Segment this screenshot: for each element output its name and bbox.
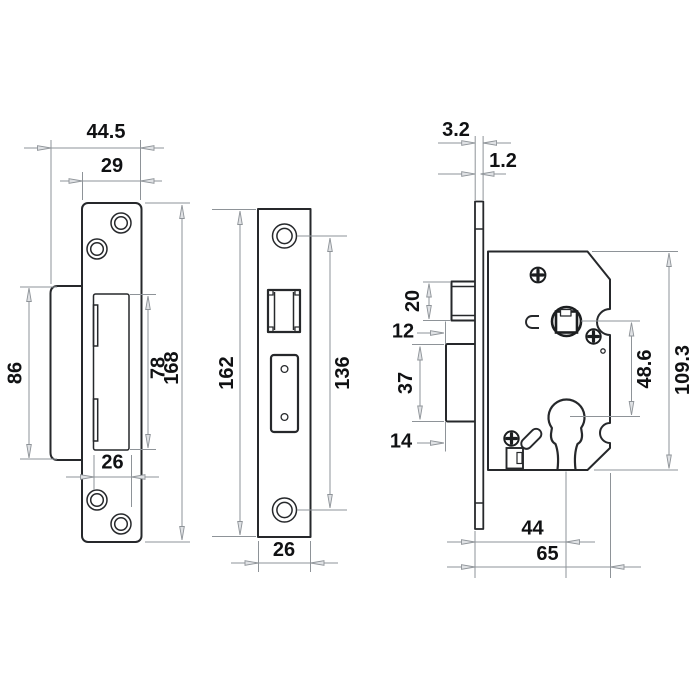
faceplate-hole-top-inner (276, 227, 293, 245)
dim-faceplate-height-label: 162 (216, 356, 238, 389)
strike-screw-holes (86, 212, 132, 535)
strike-lip-tab-top (92, 304, 99, 347)
dim-cutout-width-label: 26 (101, 452, 123, 474)
dim-faceplate-width-label: 26 (273, 539, 295, 561)
deadbolt-pin-hole (280, 364, 289, 374)
dim-hole-spacing-label: 136 (332, 356, 354, 389)
deadbolt-opening-outline (269, 353, 300, 434)
dim-hole-spacing: 136 (330, 238, 354, 508)
extension-lines (212, 209, 347, 572)
follower-notch (559, 308, 572, 317)
euro-cylinder-profile (547, 398, 586, 471)
dim-deadbolt-height: 37 (395, 346, 420, 420)
dim-centres-label: 48.6 (634, 350, 656, 389)
dim-deadbolt-offset: 14 (390, 431, 444, 453)
dim-faceplate-width: 26 (231, 539, 338, 563)
strike-lip-tab-bottom (92, 398, 99, 442)
spindle-follower (550, 305, 583, 338)
dim-latch-gap: 12 (392, 321, 444, 343)
dim-case-height: 109.3 (669, 253, 694, 469)
deadbolt-pin-hole (280, 412, 289, 422)
dim-backset-label: 44 (521, 518, 544, 540)
dim-lip-height: 86 (5, 288, 30, 458)
dim-plate-thickness: 1.2 (438, 150, 517, 174)
dim-plate-width-label: 29 (101, 155, 123, 177)
dim-backset: 44 (447, 518, 595, 543)
dim-latch-height: 20 (402, 283, 429, 319)
dim-cutout-height: 78 (148, 296, 170, 448)
phillips-screw-top (529, 266, 547, 284)
latch-opening (266, 288, 302, 334)
deadbolt-opening (269, 353, 300, 434)
dim-case-depth: 65 (447, 543, 641, 567)
extension-lines (412, 136, 678, 578)
dim-latch-gap-label: 12 (392, 321, 414, 343)
deadbolt (445, 343, 477, 423)
fixing-block (505, 447, 524, 470)
forend-edge-outline (474, 200, 485, 530)
dim-case-height-label: 109.3 (672, 345, 694, 395)
phillips-screw-bottom (503, 430, 520, 447)
dim-deadbolt-height-label: 37 (395, 372, 417, 394)
dim-lip-height-label: 86 (5, 362, 27, 384)
dim-overall-width-label: 44.5 (87, 121, 126, 143)
strike-plate-view: 44.5 29 86 78 168 26 (5, 121, 190, 543)
faceplate-hole-bottom-inner (276, 501, 293, 519)
screw-hole-inner (113, 516, 129, 532)
lock-body-view: 3.2 1.2 20 12 37 14 48.6 (390, 119, 694, 578)
latch-bolt (450, 280, 477, 322)
dim-plate-thickness-label: 1.2 (489, 150, 517, 172)
dim-latch-height-label: 20 (402, 290, 424, 312)
faceplate-view: 162 136 26 (212, 208, 354, 572)
screw-hole-inner (113, 215, 129, 231)
screw-hole-inner (89, 241, 105, 257)
dim-cutout-height-label: 78 (148, 357, 170, 379)
dim-forend-thickness-label: 3.2 (442, 119, 470, 141)
dim-cutout-width: 26 (66, 452, 159, 478)
dim-overall-height-label: 168 (161, 351, 183, 384)
latch-bolt-outline (450, 280, 477, 322)
dim-case-depth-label: 65 (536, 543, 558, 565)
dim-overall-height: 168 (161, 205, 183, 540)
phillips-screw-middle (585, 328, 602, 345)
dim-deadbolt-offset-label: 14 (390, 431, 413, 453)
lock-case-outline (487, 250, 611, 471)
dim-faceplate-height: 162 (216, 211, 240, 535)
latch-opening-outline (266, 288, 302, 334)
dim-centres: 48.6 (632, 322, 656, 415)
c-slot (525, 315, 539, 329)
screw-hole-inner (89, 492, 105, 508)
pin-hole (600, 348, 606, 354)
extension-lines (20, 140, 190, 543)
strike-plate-lip (49, 285, 83, 461)
forend-edge (474, 200, 485, 530)
dim-plate-width: 29 (60, 155, 162, 181)
strike-cutout (92, 293, 130, 451)
dim-forend-thickness: 3.2 (438, 119, 511, 143)
dim-overall-width: 44.5 (24, 121, 164, 148)
